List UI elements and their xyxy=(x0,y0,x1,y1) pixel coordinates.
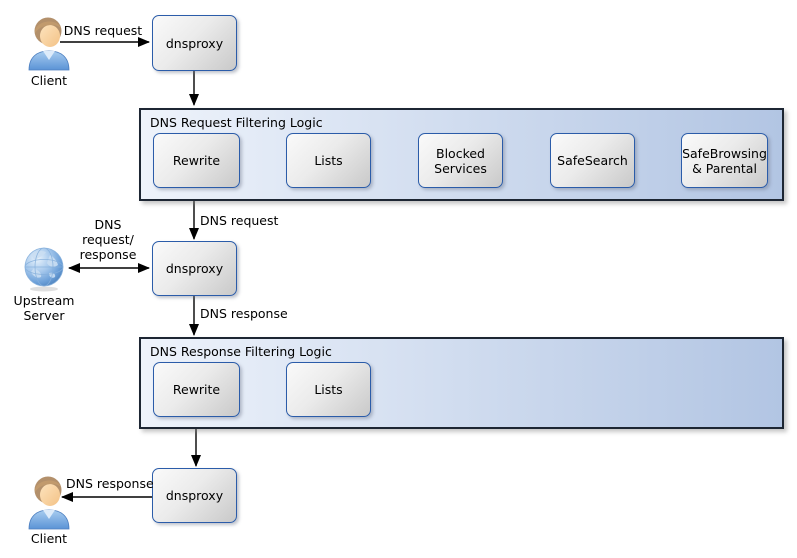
group-title: DNS Response Filtering Logic xyxy=(150,344,332,359)
node-dnsproxy-bottom: dnsproxy xyxy=(152,468,237,523)
step-label: Lists xyxy=(314,153,343,168)
step-lists-response: Lists xyxy=(286,362,371,417)
step-rewrite-request: Rewrite xyxy=(153,133,240,188)
step-rewrite-response: Rewrite xyxy=(153,362,240,417)
client-bottom-label: Client xyxy=(30,531,68,546)
step-label: Blocked Services xyxy=(434,145,487,176)
step-safebrowsing-parental: SafeBrowsing & Parental xyxy=(681,133,768,188)
upstream-server-label: Upstream Server xyxy=(13,293,75,323)
step-label: SafeBrowsing & Parental xyxy=(682,145,767,176)
step-label: Rewrite xyxy=(172,153,221,168)
edge-label-client-response: DNS response xyxy=(66,476,154,491)
group-title: DNS Request Filtering Logic xyxy=(150,115,323,130)
node-label: dnsproxy xyxy=(165,35,224,51)
edge-label-proxy-response: DNS response xyxy=(200,306,288,321)
edge-label-client-request: DNS request xyxy=(63,23,143,38)
client-top-label: Client xyxy=(30,73,68,88)
step-blocked-services: Blocked Services xyxy=(418,133,503,188)
node-label: dnsproxy xyxy=(165,488,224,503)
client-icon xyxy=(28,17,70,71)
step-lists-request: Lists xyxy=(286,133,371,188)
node-label: dnsproxy xyxy=(165,261,224,276)
edge-label-filtered-request: DNS request xyxy=(200,213,279,228)
globe-icon xyxy=(24,247,64,292)
client-icon xyxy=(28,476,70,530)
step-label: Rewrite xyxy=(172,382,221,397)
step-label: Lists xyxy=(314,382,343,397)
edge-label-upstream-exchange: DNS request/ response xyxy=(79,217,137,262)
node-dnsproxy-top: dnsproxy xyxy=(152,15,237,71)
node-dnsproxy-mid: dnsproxy xyxy=(152,241,237,296)
group-dns-response-filtering: DNS Response Filtering Logic xyxy=(139,337,784,429)
step-safesearch: SafeSearch xyxy=(550,133,635,188)
step-label: SafeSearch xyxy=(557,153,628,168)
